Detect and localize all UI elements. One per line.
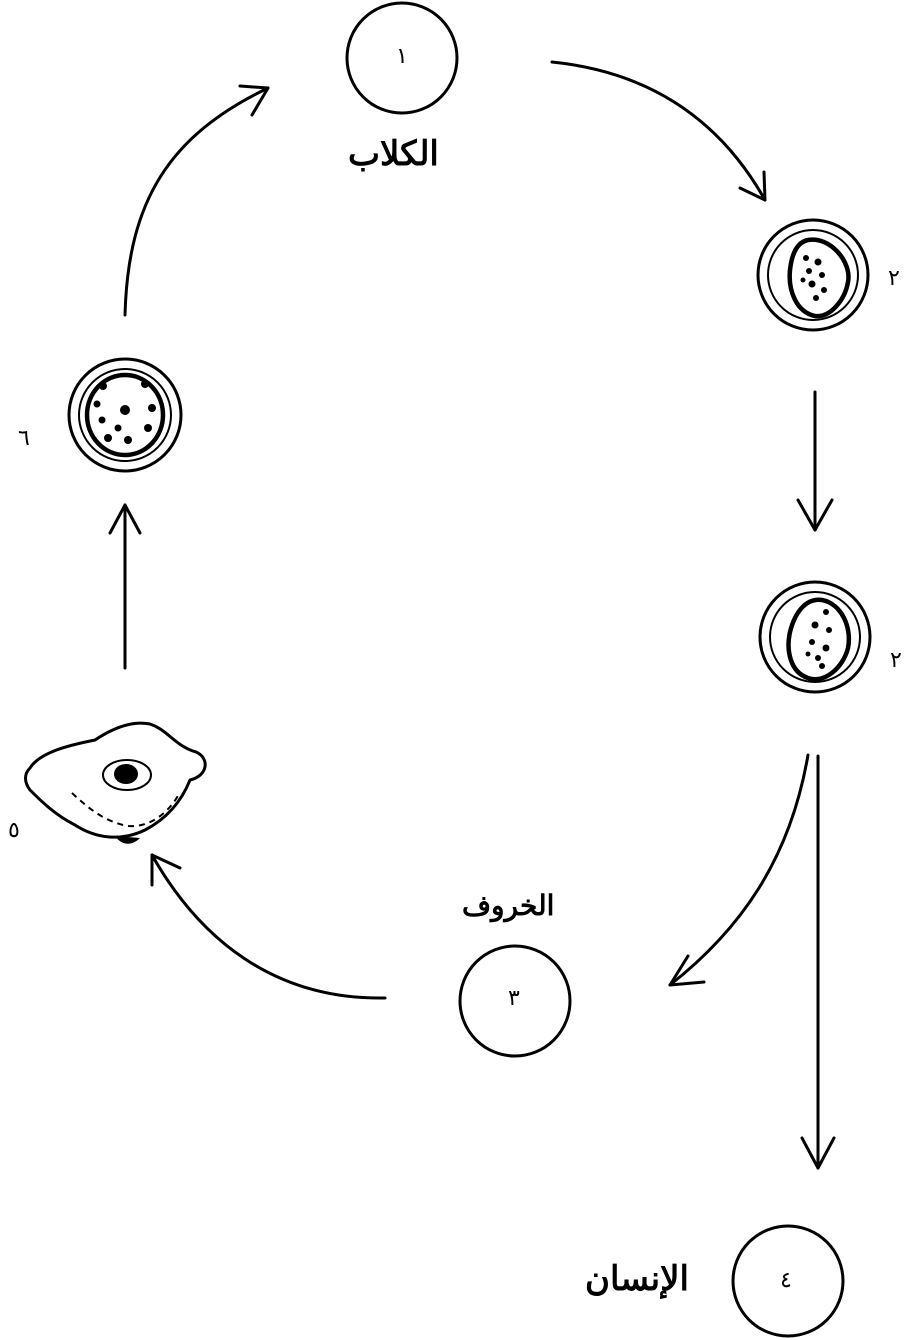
arrow-dogs-to-egg <box>550 60 767 202</box>
arrow-cyst-to-egg <box>108 503 142 670</box>
egg-mid-node <box>758 580 872 694</box>
arrow-sheep-to-cyst <box>150 853 387 1000</box>
egg-left-node <box>67 357 183 473</box>
arrow-egg-to-human <box>800 754 836 1170</box>
human-circle <box>731 1224 845 1338</box>
human-label: الإنسان <box>585 1259 689 1299</box>
cyst-number: ٥ <box>8 818 20 843</box>
egg-mid-number: ٢ <box>890 648 902 673</box>
sheep-label: الخروف <box>462 889 555 922</box>
sheep-circle <box>458 944 572 1058</box>
dogs-label: الكلاب <box>348 134 439 174</box>
arrow-egg-to-sheep <box>668 753 810 987</box>
egg-top-number: ٢ <box>888 266 900 291</box>
sheep-number: ٣ <box>508 986 520 1011</box>
arrow-egg-down <box>796 390 834 532</box>
cyst-node <box>24 721 207 844</box>
egg-left-number: ٦ <box>18 426 30 451</box>
arrow-egg-to-dogs <box>123 84 270 317</box>
dogs-number: ١ <box>396 44 408 69</box>
human-number: ٤ <box>780 1268 792 1293</box>
dogs-circle <box>345 1 459 115</box>
egg-top-node <box>756 218 870 332</box>
